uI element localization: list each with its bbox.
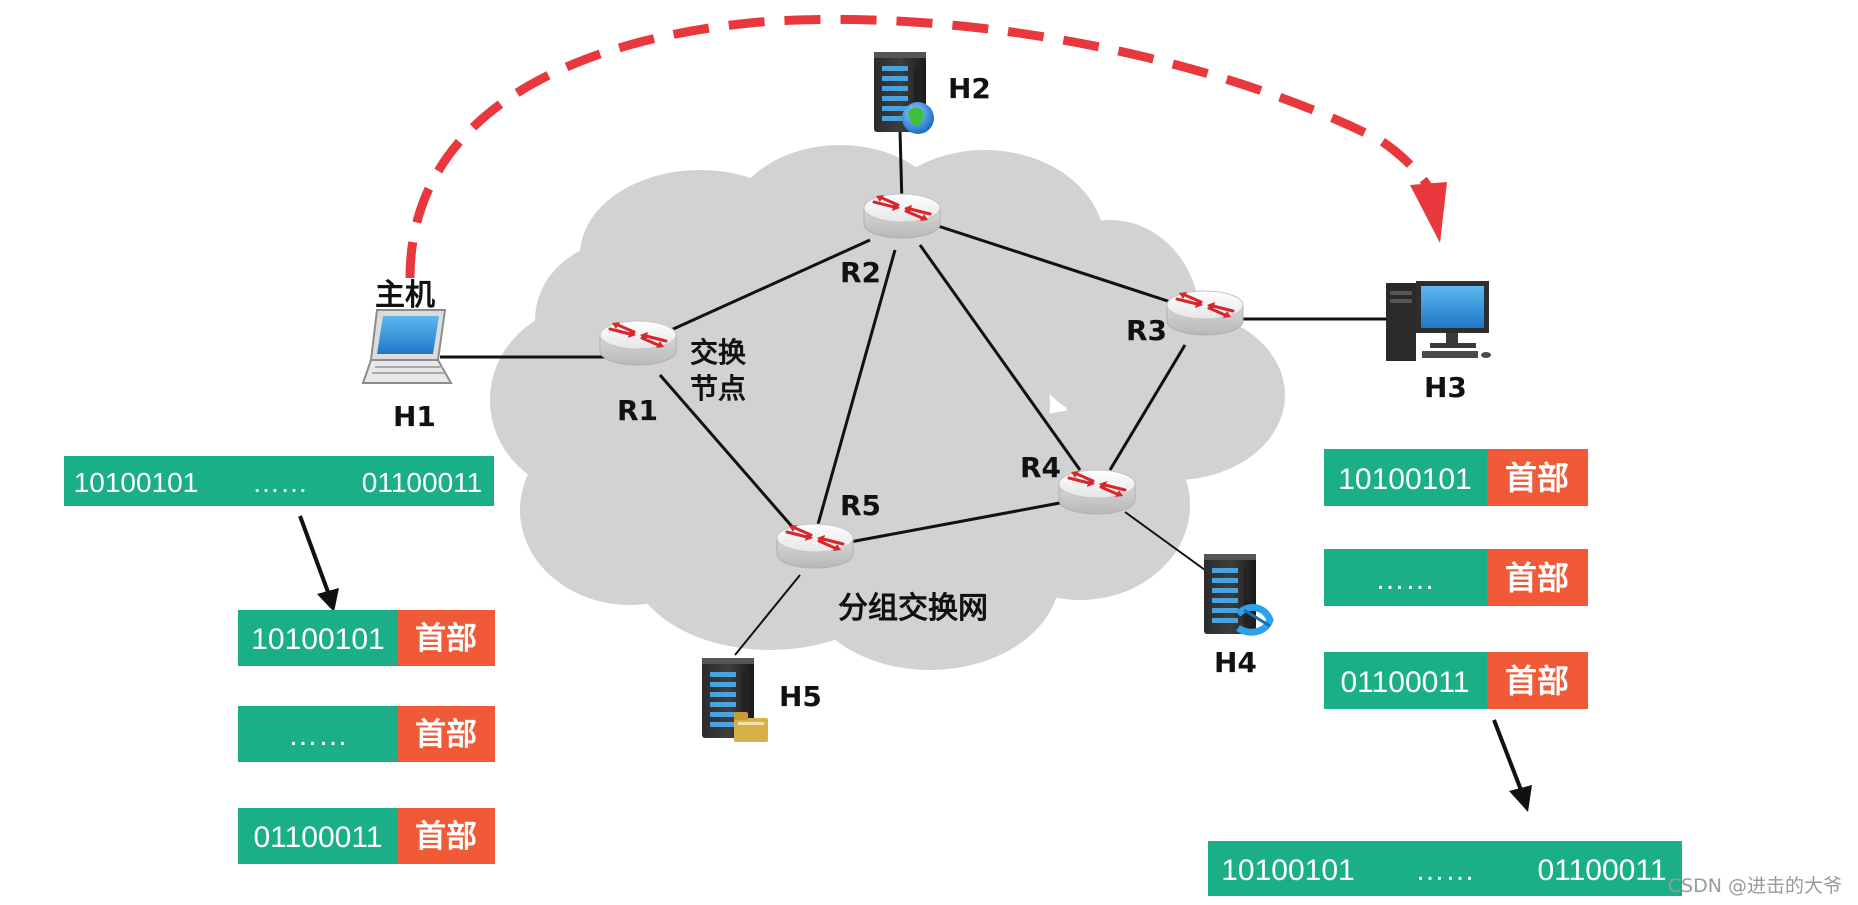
left-split-arrow — [298, 515, 339, 612]
router-r1-label: R1 — [617, 394, 658, 427]
packet-data-block — [1324, 549, 1487, 606]
packet-header-text: 首部 — [1505, 459, 1569, 497]
left-original-message: 10100101 …… 01100011 — [64, 456, 494, 506]
host-h1-caption: 主机 — [375, 278, 435, 313]
network-cloud-label: 分组交换网 — [838, 591, 988, 626]
host-h4-label: H4 — [1214, 646, 1257, 679]
router-r4-label: R4 — [1020, 451, 1061, 484]
router-r1 — [598, 319, 678, 367]
switch-node-label-line1: 交换 — [690, 336, 747, 369]
host-h1-label: H1 — [393, 400, 436, 433]
packet-header-text: 首部 — [1505, 662, 1569, 700]
packet-data-block — [238, 706, 398, 762]
right-reassemble-arrow — [1492, 719, 1532, 812]
left-message-part1: 10100101 — [74, 467, 199, 498]
right-message-part2: …… — [1415, 854, 1475, 887]
packet-data-text: …… — [288, 719, 348, 752]
right-packet-3: 01100011 首部 — [1324, 652, 1588, 709]
left-message-part2: …… — [252, 467, 308, 498]
left-message-bar — [64, 456, 494, 506]
packet-header-block — [398, 808, 495, 864]
packet-header-block — [398, 706, 495, 762]
packet-header-text: 首部 — [415, 819, 477, 855]
link-h2-r2 — [898, 129, 904, 206]
router-r4 — [1057, 468, 1137, 516]
packet-header-text: 首部 — [1505, 559, 1569, 597]
link-r3-r4 — [1108, 344, 1187, 471]
router-r3 — [1165, 289, 1245, 337]
packet-header-block — [1487, 449, 1588, 506]
packet-data-text: 10100101 — [1338, 463, 1471, 496]
host-h2-label: H2 — [948, 72, 991, 105]
packet-data-block — [238, 808, 398, 864]
packet-header-block — [398, 610, 495, 666]
router-r5-label: R5 — [840, 489, 881, 522]
packet-header-text: 首部 — [415, 621, 477, 657]
packet-data-block — [1324, 652, 1487, 709]
media-server-icon — [1204, 554, 1274, 636]
desktop-computer-icon — [1386, 281, 1491, 361]
csdn-watermark: CSDN @进击的大爷 — [1668, 875, 1842, 897]
link-r5-h5 — [734, 574, 801, 656]
switch-node-label-line2: 节点 — [690, 372, 746, 405]
router-r2 — [862, 192, 942, 240]
packet-data-text: 01100011 — [1340, 666, 1469, 699]
router-r3-label: R3 — [1126, 314, 1167, 347]
link-r2-r5 — [813, 249, 897, 536]
router-r2-label: R2 — [840, 256, 881, 289]
link-r2-r3 — [934, 223, 1181, 307]
packet-data-block — [238, 610, 398, 666]
packet-data-text: 10100101 — [251, 623, 384, 656]
link-r1-r2 — [659, 238, 871, 337]
right-reassembled-message: 10100101 …… 01100011 — [1208, 841, 1682, 896]
left-packet-2: …… 首部 — [238, 706, 495, 762]
packet-header-text: 首部 — [415, 717, 477, 753]
link-r2-r4 — [918, 244, 1082, 471]
link-r4-h4 — [1124, 511, 1206, 571]
right-packet-2: …… 首部 — [1324, 549, 1588, 606]
right-message-bar — [1208, 841, 1682, 896]
left-message-part3: 01100011 — [362, 467, 482, 498]
left-packet-1: 10100101 首部 — [238, 610, 495, 666]
left-packet-3: 01100011 首部 — [238, 808, 495, 864]
packet-header-block — [1487, 652, 1588, 709]
right-message-part1: 10100101 — [1221, 854, 1354, 887]
link-r5-r4 — [849, 500, 1066, 544]
end-to-end-transfer-arrow — [405, 14, 1447, 279]
right-packet-1: 10100101 首部 — [1324, 449, 1588, 506]
packet-header-block — [1487, 549, 1588, 606]
right-message-part3: 01100011 — [1537, 854, 1666, 887]
laptop-icon — [361, 309, 453, 384]
network-links — [440, 129, 1390, 656]
host-h3-label: H3 — [1424, 371, 1467, 404]
web-server-icon — [874, 52, 934, 134]
host-h5-label: H5 — [779, 680, 822, 713]
link-r1-r5 — [658, 374, 797, 531]
packet-data-block — [1324, 449, 1487, 506]
router-r5 — [775, 522, 855, 570]
packet-data-text: 01100011 — [253, 821, 382, 854]
file-server-icon — [702, 658, 768, 742]
packet-data-text: …… — [1375, 563, 1435, 596]
